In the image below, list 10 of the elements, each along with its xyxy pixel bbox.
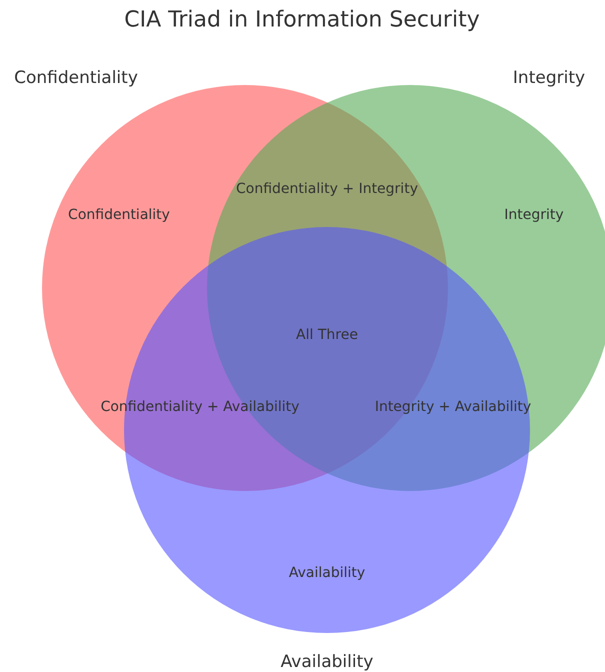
- region-label: Availability: [288, 565, 366, 581]
- region-label: Integrity + Availability: [374, 399, 532, 415]
- region-label: Confidentiality + Integrity: [236, 181, 418, 197]
- region-label: Confidentiality: [68, 207, 170, 223]
- set-heading: Availability: [280, 652, 374, 672]
- region-label: All Three: [296, 327, 358, 343]
- chart-title: CIA Triad in Information Security: [124, 8, 480, 32]
- set-heading: Integrity: [512, 68, 586, 88]
- region-label: Integrity: [504, 207, 564, 223]
- set-heading: Confidentiality: [14, 68, 138, 88]
